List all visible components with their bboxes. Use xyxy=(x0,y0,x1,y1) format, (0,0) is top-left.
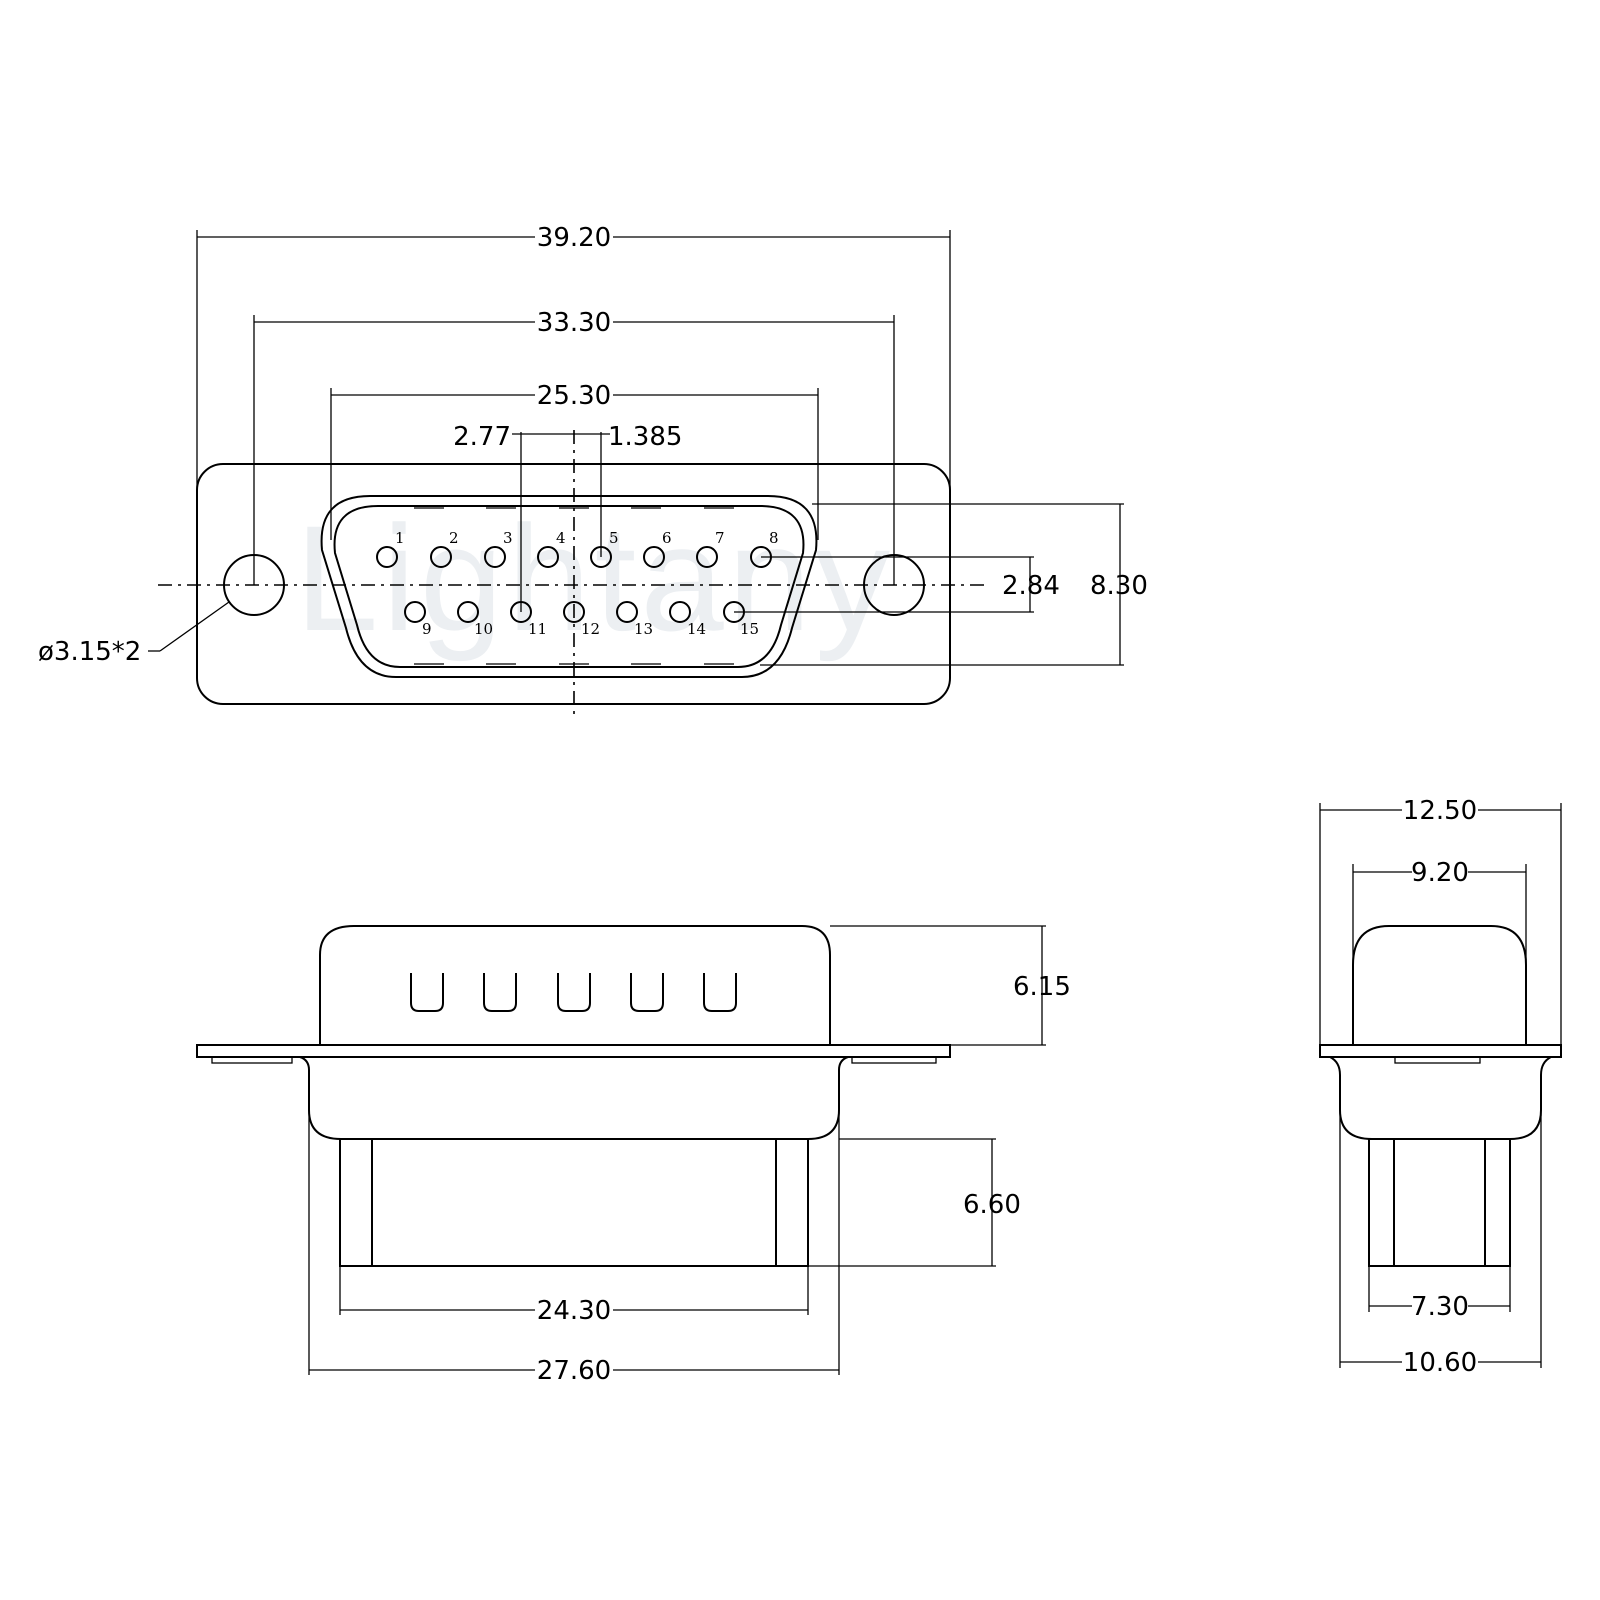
side-body xyxy=(339,1138,809,1267)
pin-label: 1 xyxy=(395,529,405,547)
dim-top-height xyxy=(830,925,1046,1046)
dim-label: 7.30 xyxy=(1411,1292,1469,1322)
end-flange-tab xyxy=(1394,1056,1481,1064)
dim-label: 6.60 xyxy=(963,1190,1021,1220)
dim-label: 24.30 xyxy=(537,1296,611,1326)
front-view: 1 2 3 4 5 6 7 8 9 10 11 12 13 14 15 xyxy=(38,223,1148,720)
dim-inner-width xyxy=(339,1266,809,1315)
front-shell-outer xyxy=(320,495,818,678)
pin-circle xyxy=(376,546,398,568)
dim-label: 39.20 xyxy=(537,223,611,253)
pin-circle xyxy=(643,546,665,568)
pin-label: 2 xyxy=(449,529,459,547)
dim-label: 10.60 xyxy=(1403,1348,1477,1378)
dim-label: 2.77 xyxy=(453,422,511,452)
pin-circle xyxy=(616,601,638,623)
dim-label: 12.50 xyxy=(1403,796,1477,826)
dim-end-bottom-outer xyxy=(1339,1110,1542,1368)
dim-label: 6.15 xyxy=(1013,972,1071,1002)
side-flange-plate xyxy=(196,1044,951,1058)
pin-circle xyxy=(404,601,426,623)
dim-end-bottom-inner xyxy=(1368,1266,1511,1312)
dim-outer-width xyxy=(308,1110,840,1375)
dim-label: 33.30 xyxy=(537,308,611,338)
pin-circle xyxy=(430,546,452,568)
dim-end-top xyxy=(1352,864,1527,965)
dim-shell-width xyxy=(330,388,819,540)
pins-row-1: 1 2 3 4 5 6 7 8 xyxy=(376,529,779,568)
pin-circle xyxy=(563,601,585,623)
pin-label: 3 xyxy=(503,529,513,547)
end-view: 12.50 9.20 7.30 10.60 xyxy=(1319,796,1562,1378)
pin-label: 6 xyxy=(662,529,672,547)
dim-overall-width xyxy=(196,230,951,585)
side-flange-tab xyxy=(851,1056,937,1064)
side-view: 6.15 6.60 24.30 27.60 xyxy=(196,925,1071,1386)
dim-label: 25.30 xyxy=(537,381,611,411)
dim-label: 2.84 xyxy=(1002,571,1060,601)
pin-circle xyxy=(669,601,691,623)
side-flange-tab xyxy=(211,1056,293,1064)
pin-circle xyxy=(484,546,506,568)
dim-label: 1.385 xyxy=(608,422,682,452)
pin-label: 9 xyxy=(422,620,432,638)
end-upper-shell xyxy=(1352,925,1527,1045)
pin-label: 8 xyxy=(769,529,779,547)
side-upper-shell xyxy=(319,925,831,1045)
dim-label: 27.60 xyxy=(537,1356,611,1386)
pin-label: 10 xyxy=(474,620,493,638)
dim-pin-pitch xyxy=(512,432,610,612)
dim-label: 8.30 xyxy=(1090,571,1148,601)
side-slots xyxy=(410,973,737,1012)
pin-label: 11 xyxy=(528,620,547,638)
side-lower-shell xyxy=(299,1056,849,1140)
dim-label: 9.20 xyxy=(1411,858,1469,888)
pin-label: 15 xyxy=(740,620,759,638)
dim-hole-spacing xyxy=(253,315,895,585)
pin-circle xyxy=(696,546,718,568)
pin-label: 7 xyxy=(715,529,725,547)
dim-label: ø3.15*2 xyxy=(38,637,141,667)
dim-end-overall xyxy=(1319,803,1562,1045)
dim-shell-height xyxy=(760,503,1124,666)
dim-row-spacing xyxy=(734,556,1034,613)
dim-hole-leader xyxy=(148,601,230,652)
end-lower-shell xyxy=(1329,1056,1552,1140)
pin-label: 14 xyxy=(687,620,706,638)
end-flange-plate xyxy=(1319,1044,1562,1058)
pin-label: 5 xyxy=(609,529,619,547)
pin-circle xyxy=(457,601,479,623)
front-shell-inner xyxy=(333,505,805,668)
pin-label: 4 xyxy=(556,529,566,547)
pin-circle xyxy=(537,546,559,568)
pin-label: 13 xyxy=(634,620,653,638)
end-leg xyxy=(1368,1138,1395,1267)
pin-label: 12 xyxy=(581,620,600,638)
end-leg xyxy=(1484,1138,1511,1267)
